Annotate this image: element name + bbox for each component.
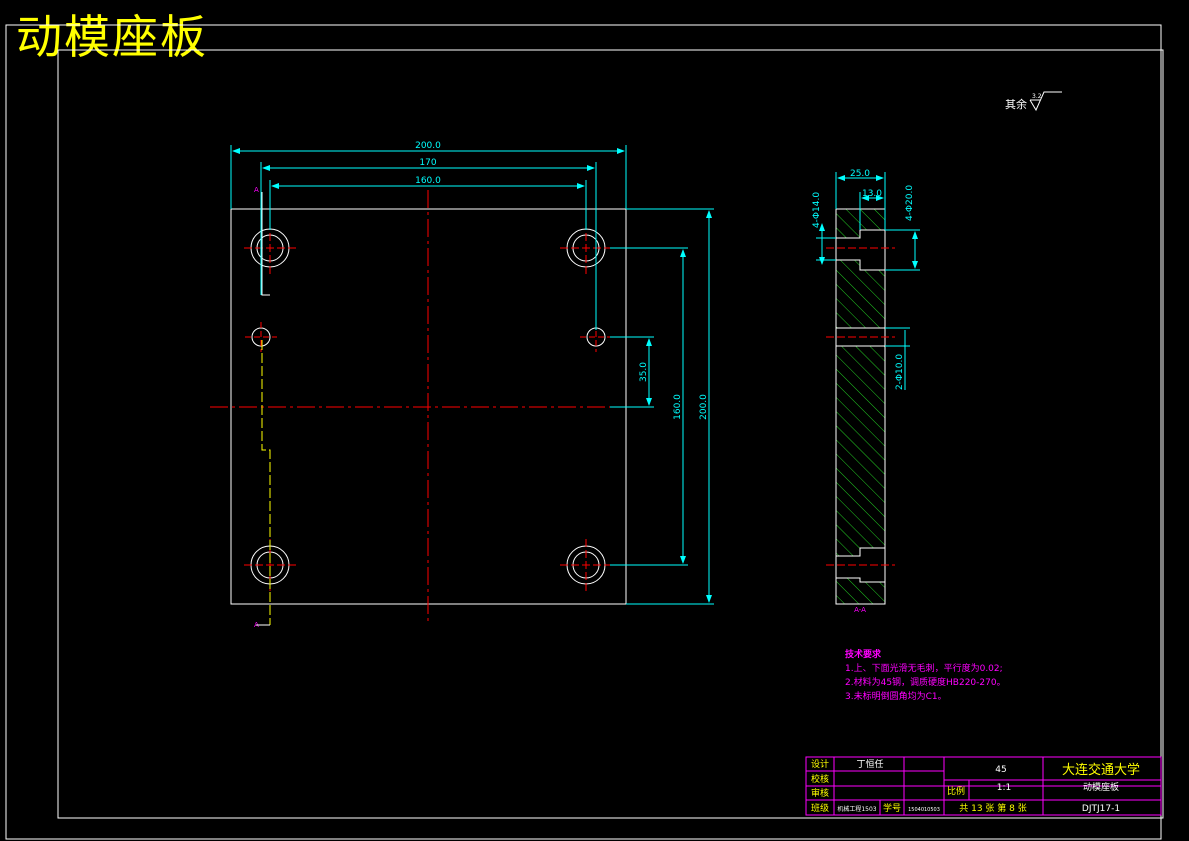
svg-text:共 13 张 第 8 张: 共 13 张 第 8 张 [959,802,1026,814]
side-view: 25.0 13.0 4-Φ14.0 4-Φ20.0 2-Φ10.0 A-A [812,169,920,614]
inner-border [57,49,1164,819]
pin-hole [245,322,277,352]
svg-text:丁恒任: 丁恒任 [856,758,883,770]
section-label: A-A [854,606,866,614]
svg-text:设计: 设计 [811,758,829,770]
section-mark: A [254,186,259,194]
svg-text:审核: 审核 [811,787,829,799]
svg-text:3.2: 3.2 [1032,93,1042,100]
dim-hole-small: 4-Φ14.0 [812,192,822,228]
svg-text:学号: 学号 [883,802,901,814]
dim-right-overall: 200.0 [699,394,709,420]
dim-hole-pin: 2-Φ10.0 [895,354,905,390]
svg-text:比例: 比例 [947,785,965,797]
dim-top-overall: 200.0 [415,141,441,151]
dim-right-bolt: 160.0 [673,394,683,420]
roughness-symbol: 其余 3.2 [1005,91,1062,112]
section-line [261,340,271,625]
svg-text:DJTJ17-1: DJTJ17-1 [1082,804,1120,814]
svg-text:2.材料为45钢，调质硬度HB220-270。: 2.材料为45钢，调质硬度HB220-270。 [845,676,1006,688]
tech-requirements: 技术要求 1.上、下面光滑无毛刺，平行度为0.02; 2.材料为45钢，调质硬度… [845,648,1006,702]
front-view: A A 200.0 170 160.0 [210,141,714,629]
dim-right-offset: 35.0 [639,362,649,382]
drawing-title: 动模座板 [16,10,208,64]
svg-text:技术要求: 技术要求 [845,648,882,660]
svg-text:45: 45 [995,765,1006,775]
svg-text:机械工程1503: 机械工程1503 [837,805,876,813]
svg-text:大连交通大学: 大连交通大学 [1062,762,1140,778]
counterbore-hole [560,539,612,591]
svg-text:1504010503: 1504010503 [908,807,940,813]
svg-text:1.上、下面光滑无毛刺，平行度为0.02;: 1.上、下面光滑无毛刺，平行度为0.02; [845,662,1003,674]
title-block: 设计 丁恒任 校核 审核 班级 机械工程1503 学号 1504010503 4… [805,756,1162,816]
dim-hole-large: 4-Φ20.0 [905,185,915,221]
svg-text:其余: 其余 [1005,97,1027,111]
outer-border [5,24,1162,840]
dim-counterbore-depth: 13.0 [862,189,882,199]
dim-top-inner: 170 [419,158,436,168]
svg-text:3.未标明倒圆角均为C1。: 3.未标明倒圆角均为C1。 [845,690,947,702]
dim-top-bolt: 160.0 [415,176,441,186]
section-body [835,208,886,605]
svg-text:班级: 班级 [811,802,829,814]
svg-text:校核: 校核 [811,773,829,785]
dim-thickness: 25.0 [850,169,870,179]
svg-text:动模座板: 动模座板 [1083,781,1119,793]
svg-text:1:1: 1:1 [997,783,1011,793]
